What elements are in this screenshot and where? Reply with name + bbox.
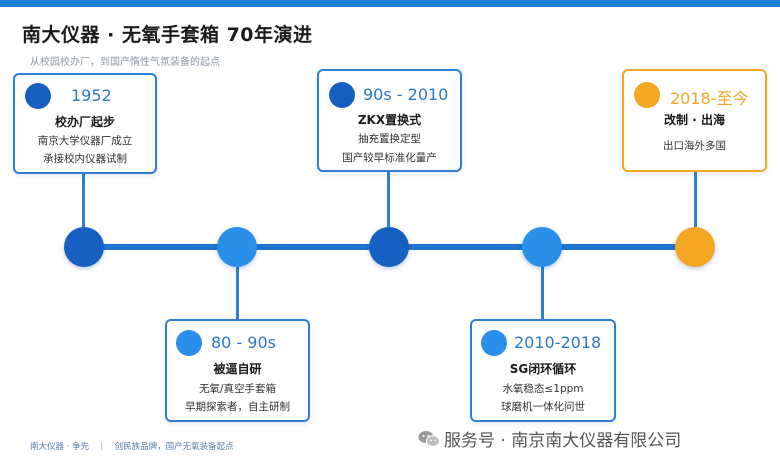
milestone-dot-icon [329,82,355,108]
connector-2010-2018 [541,266,544,320]
footer-text: 南大仪器 · 争先 ｜ 创民族品牌，国产无氧装备起点 [30,442,234,452]
milestone-year: 90s - 2010 [363,85,449,104]
milestone-heading: 被逼自研 [213,362,262,376]
milestone-heading: ZKX置换式 [357,113,422,127]
timeline-node-2018 [675,227,715,267]
milestone-year: 1952 [71,86,112,105]
milestone-dot-icon [634,82,660,108]
milestone-heading: SG闭环循环 [509,362,577,376]
milestone-year: 80 - 90s [211,333,276,352]
connector-90s-2010 [387,172,390,228]
milestone-year: 2010-2018 [514,333,602,352]
milestone-detail: 球磨机一体化问世 [501,401,585,413]
milestone-year: 2018-至今 [670,89,749,108]
connector-1952 [82,172,85,228]
milestone-heading: 校办厂起步 [54,115,115,129]
watermark: 服务号 · 南京南大仪器有限公司 [418,426,681,453]
milestone-card-2010-2018: 2010-2018 SG闭环循环 水氧稳态≤1ppm 球磨机一体化问世 [470,319,616,422]
timeline-node-1952 [64,227,104,267]
milestone-detail: 无氧/真空手套箱 [198,383,277,395]
milestone-detail: 水氧稳态≤1ppm [502,383,584,395]
milestone-card-80-90s: 80 - 90s 被逼自研 无氧/真空手套箱 早期探索者，自主研制 [165,319,310,422]
watermark-text: 服务号 · 南京南大仪器有限公司 [444,431,682,451]
timeline-node-90s-2010 [369,227,409,267]
connector-2018 [694,172,697,228]
page-title: 南大仪器 · 无氧手套箱 70年演进 [22,24,313,46]
milestone-detail: 抽充置换定型 [358,133,421,145]
wechat-icon [418,430,440,453]
milestone-dot-icon [25,83,51,109]
milestone-card-90s-2010: 90s - 2010 ZKX置换式 抽充置换定型 国产较早标准化量产 [317,69,462,172]
milestone-detail: 早期探索者，自主研制 [185,401,290,413]
milestone-heading: 改制 · 出海 [664,113,725,127]
connector-80-90s [236,266,239,320]
timeline-node-80-90s [217,227,257,267]
milestone-card-1952: 1952 校办厂起步 南京大学仪器厂成立 承接校内仪器试制 [13,73,157,174]
timeline-node-2010-2018 [522,227,562,267]
milestone-detail: 南京大学仪器厂成立 [37,135,133,147]
milestone-detail: 承接校内仪器试制 [43,153,127,165]
milestone-dot-icon [176,330,202,356]
milestone-dot-icon [481,330,507,356]
milestone-card-2018: 2018-至今 改制 · 出海 出口海外多国 [622,69,767,172]
top-accent-bar [0,0,780,7]
milestone-detail: 国产较早标准化量产 [342,152,437,164]
page-subtitle: 从校园校办厂，到国产惰性气氛装备的起点 [30,57,220,68]
milestone-detail: 出口海外多国 [663,140,726,152]
